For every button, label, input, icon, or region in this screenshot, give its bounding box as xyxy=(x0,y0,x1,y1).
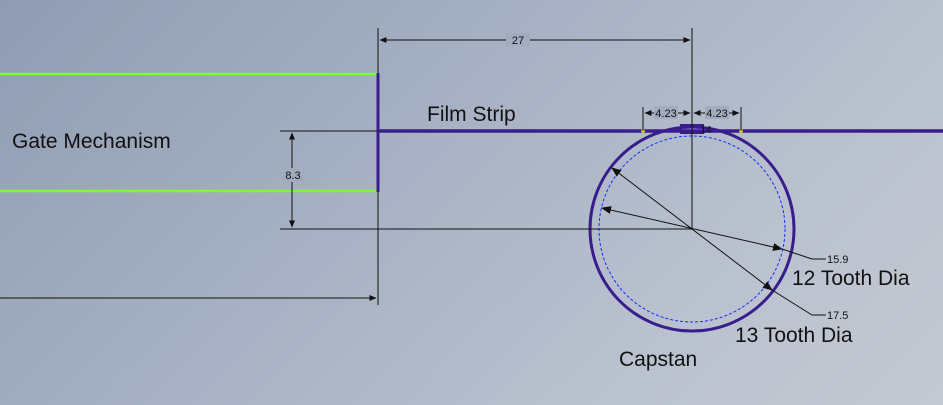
diameter-17-5-text: 17.5 xyxy=(827,310,848,322)
diameter-17-5-tail xyxy=(771,289,813,316)
diameter-15-9-tail xyxy=(781,248,813,260)
dimension-27-text: 27 xyxy=(512,35,524,47)
diameter-15-9-text: 15.9 xyxy=(827,254,848,266)
dimension-4-23-left-text: 4.23 xyxy=(655,108,676,120)
capstan-label: Capstan xyxy=(619,348,697,371)
tooth-marker-text: 14 xyxy=(700,125,712,136)
gate-mechanism-label: Gate Mechanism xyxy=(12,130,171,153)
dia-13-label: 13 Tooth Dia xyxy=(735,324,853,347)
dia-12-label: 12 Tooth Dia xyxy=(792,267,910,290)
dimension-8-3-text: 8.3 xyxy=(285,170,300,182)
film-strip-label: Film Strip xyxy=(427,103,516,126)
diameter-17-5-leader[interactable] xyxy=(611,167,773,291)
dimension-4-23-right-text: 4.23 xyxy=(706,108,727,120)
